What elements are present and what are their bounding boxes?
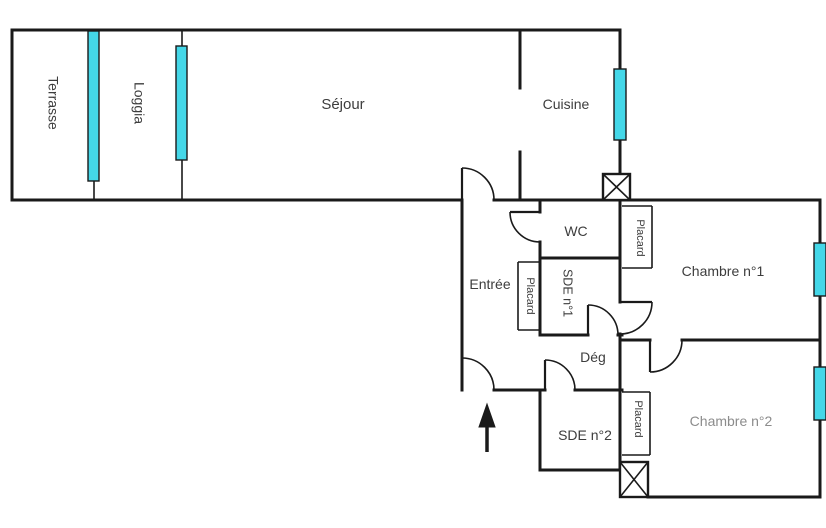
room-label-loggia: Loggia <box>131 82 147 124</box>
closet-label-chambre1: Placard <box>634 219 646 256</box>
door-chambre1 <box>619 300 653 335</box>
door-wc <box>509 210 541 243</box>
north-arrow-icon <box>478 402 496 452</box>
window-chambre1 <box>813 242 826 297</box>
door-chambre2 <box>648 339 683 373</box>
shaft-bottom-icon <box>618 460 650 499</box>
door-entrance <box>460 357 495 391</box>
arrow-head <box>478 402 496 428</box>
room-label-entree: Entrée <box>469 276 510 292</box>
room-label-chambre1: Chambre n°1 <box>682 263 765 279</box>
door-sde2 <box>543 359 576 391</box>
room-label-wc: WC <box>564 223 587 239</box>
room-labels: Terrasse Loggia Séjour Cuisine WC Entrée… <box>45 76 772 443</box>
room-label-sejour: Séjour <box>321 96 364 113</box>
doors <box>460 167 683 391</box>
door-swing-arc <box>619 301 653 335</box>
shaft-cuisine-icon <box>601 172 632 202</box>
window-chambre2 <box>813 366 826 421</box>
room-label-sde2: SDE n°2 <box>558 427 612 443</box>
closet-chambre1-outline <box>622 205 653 269</box>
room-label-chambre2: Chambre n°2 <box>690 413 773 429</box>
walls <box>10 28 822 499</box>
door-swing-arc <box>587 304 619 336</box>
door-sejour-entree <box>460 167 495 201</box>
room-label-terrasse: Terrasse <box>45 76 61 130</box>
windows <box>87 30 826 421</box>
window-cuisine <box>613 68 627 141</box>
closet-chambre2-outline <box>622 391 651 456</box>
door-sde1 <box>586 304 619 336</box>
shaft-cross <box>602 173 631 201</box>
door-swing-arc <box>649 339 683 373</box>
room-label-cuisine: Cuisine <box>543 96 590 112</box>
window-terrasse-loggia <box>87 30 100 182</box>
door-swing-arc <box>509 211 541 243</box>
closet-label-chambre2: Placard <box>632 400 644 437</box>
room-label-sde1: SDE n°1 <box>561 269 575 317</box>
shafts <box>601 172 650 499</box>
door-swing-arc <box>544 359 576 391</box>
shaft-cross <box>619 461 649 498</box>
window-loggia-sejour <box>175 45 188 161</box>
closet-label-entree: Placard <box>524 277 536 314</box>
door-swing-arc <box>461 167 495 201</box>
closet-entree-outline <box>517 261 540 331</box>
room-label-deg: Dég <box>580 349 606 365</box>
door-swing-arc <box>461 357 495 391</box>
